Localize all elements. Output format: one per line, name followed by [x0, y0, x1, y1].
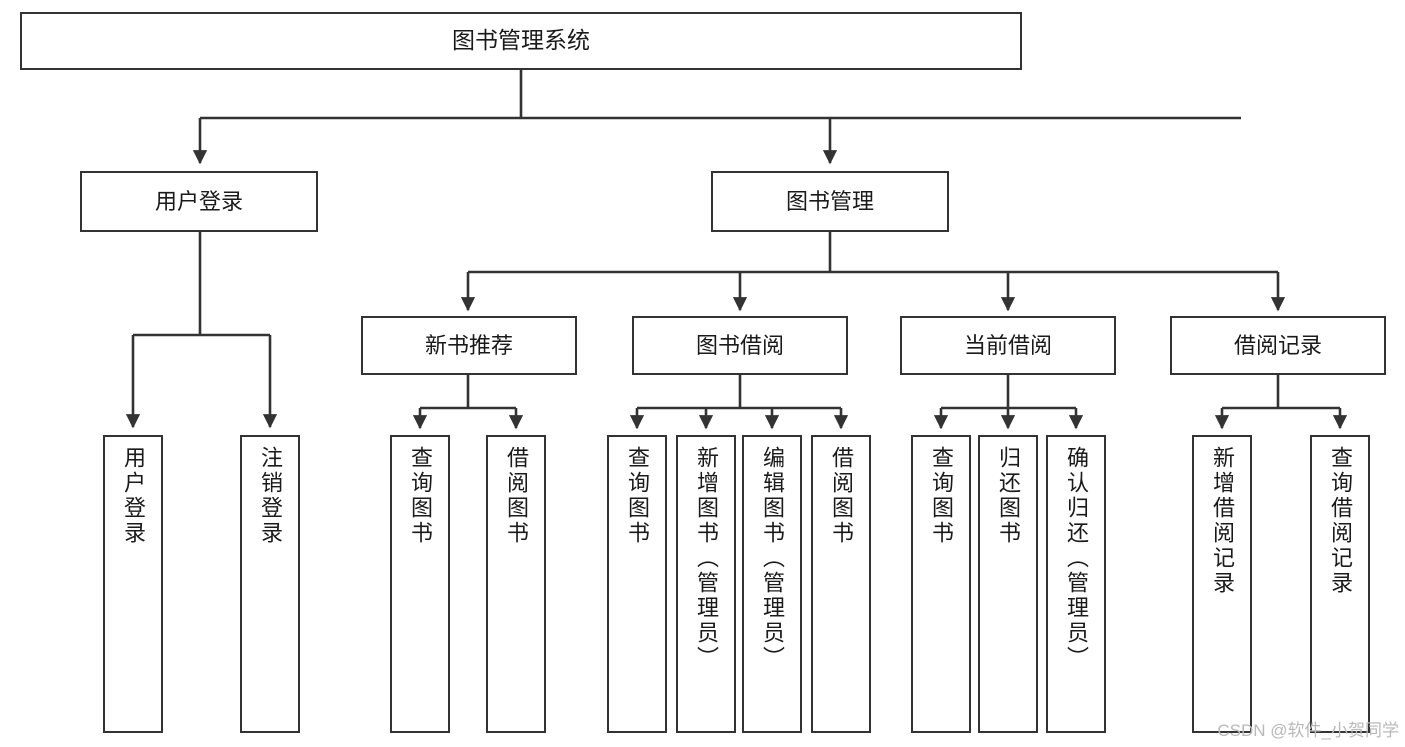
node-label: 编辑图书（管理员）: [760, 446, 785, 671]
node-label: 查询借阅记录: [1328, 446, 1353, 596]
node-label: 注销登录: [258, 446, 283, 546]
leaf-current-borrow-return[interactable]: 归还图书: [978, 435, 1038, 733]
leaf-new-book-borrow[interactable]: 借阅图书: [486, 435, 546, 733]
node-user-login[interactable]: 用户登录: [80, 171, 318, 232]
node-label: 确认归还（管理员）: [1064, 446, 1089, 671]
node-label: 查询图书: [929, 446, 954, 546]
node-borrow-record[interactable]: 借阅记录: [1170, 316, 1386, 375]
leaf-current-borrow-query[interactable]: 查询图书: [911, 435, 971, 733]
node-label: 查询图书: [625, 446, 650, 546]
leaf-new-book-query[interactable]: 查询图书: [390, 435, 450, 733]
leaf-borrow-record-query[interactable]: 查询借阅记录: [1310, 435, 1370, 733]
node-book-borrow[interactable]: 图书借阅: [632, 316, 848, 375]
node-label: 新书推荐: [424, 332, 513, 358]
node-label: 新增图书（管理员）: [694, 446, 719, 671]
leaf-borrow-record-add[interactable]: 新增借阅记录: [1192, 435, 1252, 733]
leaf-book-borrow-add[interactable]: 新增图书（管理员）: [676, 435, 736, 733]
node-label: 图书管理系统: [452, 27, 590, 54]
node-label: 借阅记录: [1233, 332, 1322, 358]
node-root-system[interactable]: 图书管理系统: [20, 12, 1022, 70]
node-book-management[interactable]: 图书管理: [711, 171, 949, 232]
leaf-book-borrow-borrow[interactable]: 借阅图书: [811, 435, 871, 733]
node-new-book-recommend[interactable]: 新书推荐: [361, 316, 577, 375]
node-label: 查询图书: [408, 446, 433, 546]
node-label: 用户登录: [154, 188, 243, 214]
node-label: 归还图书: [996, 446, 1021, 546]
leaf-book-borrow-query[interactable]: 查询图书: [607, 435, 667, 733]
leaf-current-borrow-confirm-return[interactable]: 确认归还（管理员）: [1046, 435, 1106, 733]
node-label: 新增借阅记录: [1210, 446, 1235, 596]
node-label: 图书借阅: [695, 332, 784, 358]
node-current-borrow[interactable]: 当前借阅: [900, 316, 1116, 375]
node-label: 当前借阅: [963, 332, 1052, 358]
watermark-text: CSDN @软件_小贺同学: [1217, 721, 1399, 740]
node-label: 借阅图书: [504, 446, 529, 546]
leaf-user-login-login[interactable]: 用户登录: [103, 435, 163, 733]
node-label: 借阅图书: [829, 446, 854, 546]
node-label: 用户登录: [121, 446, 146, 546]
leaf-book-borrow-edit[interactable]: 编辑图书（管理员）: [742, 435, 802, 733]
leaf-user-login-logout[interactable]: 注销登录: [240, 435, 300, 733]
node-label: 图书管理: [785, 188, 874, 214]
